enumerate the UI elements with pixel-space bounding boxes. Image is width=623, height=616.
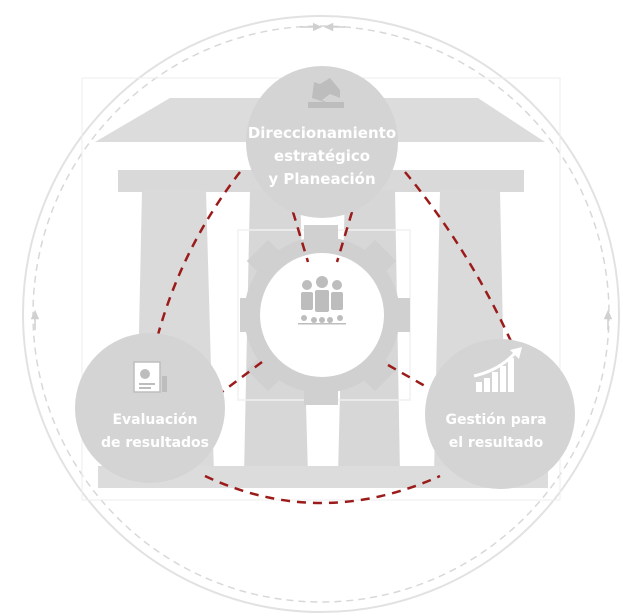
- chess-knight-icon: [308, 78, 344, 108]
- link-top-right: [404, 171, 517, 351]
- link-left-right: [204, 474, 441, 505]
- node-top-line-3: y Planeación: [268, 170, 375, 188]
- growth-chart-icon: [473, 347, 522, 392]
- node-top-line-1: Direccionamiento: [248, 124, 396, 142]
- node-direccionamiento: Direccionamiento estratégico y Planeació…: [246, 66, 398, 218]
- node-left-line-1: Evaluación: [112, 412, 197, 428]
- talent-gear: [240, 225, 410, 405]
- people-group-icon: [298, 276, 346, 325]
- outer-cycle-ring: [22, 15, 620, 613]
- node-right-line-1: Gestión para: [445, 412, 546, 428]
- link-top-center-left: [291, 211, 310, 263]
- node-talento-humano: Talento Humano: [295, 276, 350, 373]
- node-right-line-2: el resultado: [449, 435, 544, 451]
- link-top-center-right: [335, 211, 354, 263]
- node-left-line-2: de resultados: [101, 435, 209, 451]
- report-document-icon: [133, 361, 167, 393]
- link-center-right: [387, 363, 433, 392]
- node-gestion: Gestión para el resultado: [425, 339, 575, 489]
- node-evaluacion: Evaluación de resultados: [75, 333, 225, 483]
- node-top-line-2: estratégico: [274, 147, 370, 165]
- link-center-left: [221, 361, 263, 393]
- center-line-2: Humano: [295, 358, 350, 373]
- dashed-links: [148, 171, 517, 505]
- center-line-1: Talento: [298, 337, 346, 352]
